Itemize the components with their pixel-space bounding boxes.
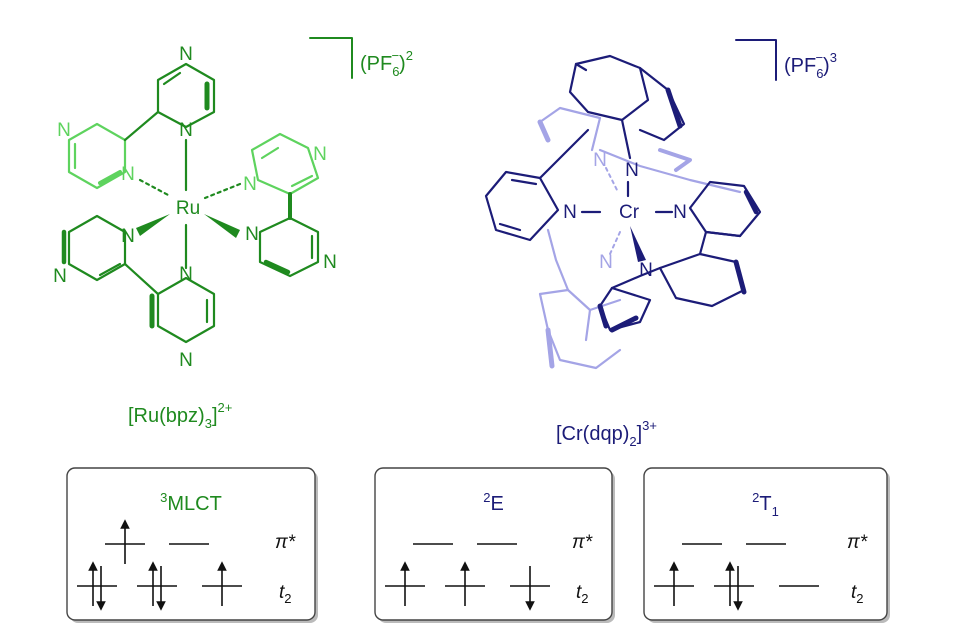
ru-coordination-bonds <box>138 138 242 270</box>
cr-nitrogen-label: N <box>639 260 653 281</box>
ru-top-interring-bond <box>123 110 160 142</box>
state-box: 2Eπ*t2 <box>374 467 615 623</box>
ru-lower-right-pyrazine-ring <box>258 216 320 278</box>
ru-upper-right-pyrazine-ring <box>250 132 320 196</box>
state-title: 2E <box>483 490 504 515</box>
ru-nitrogen-label: N <box>57 120 71 141</box>
cr-counterion: (PF6−)3 <box>784 50 837 81</box>
cr-counterion-close: ) <box>823 55 830 77</box>
ru-nitrogen-label: N <box>245 224 259 245</box>
cr-atom-labels: Cr N N N N N N <box>563 150 687 281</box>
ru-counterion: (PF6−)2 <box>360 48 413 79</box>
ru-counterion-close: ) <box>399 53 406 75</box>
ru-upper-left-pyrazine-ring <box>67 122 127 190</box>
cr-front-quinoline-top <box>568 54 686 160</box>
t2-label: t2 <box>279 582 292 606</box>
cr-nitrogen-label: N <box>563 202 577 223</box>
ru-bpz3-structure <box>61 37 353 344</box>
cr-front-quinoline-bottom <box>597 230 747 333</box>
ru-nitrogen-label: N <box>243 174 257 195</box>
ru-complex-label: [Ru(bpz)3]2+ <box>128 400 232 431</box>
ru-nitrogen-label: N <box>323 252 337 273</box>
ru-nitrogen-label: N <box>121 164 135 185</box>
state-title: 3MLCT <box>160 490 222 515</box>
cr-complex-label: [Cr(dqp)2]3+ <box>556 418 657 449</box>
pi-star-label: π* <box>572 532 593 553</box>
ru-label-main: [Ru(bpz) <box>128 405 205 427</box>
state-title: 2T1 <box>752 490 779 519</box>
ru-label-charge: 2+ <box>218 400 233 415</box>
t2-label-sub: 2 <box>856 591 863 606</box>
t2-label: t2 <box>576 582 589 606</box>
cr-back-quinoline-lower <box>538 228 622 370</box>
ru-counterion-minus: − <box>391 48 399 63</box>
cr-coordination-bonds <box>580 180 674 214</box>
state-title-sup: 2 <box>752 490 759 505</box>
cr-right-pyridine <box>688 180 762 238</box>
cr-back-quinoline-upper <box>537 106 742 194</box>
ru-bottom-interring-bond <box>123 262 160 296</box>
ru-bottom-pyrazine-ring <box>149 276 216 344</box>
cr-nitrogen-label: N <box>599 252 613 273</box>
ru-wedge-bond-left <box>136 214 170 236</box>
ru-counterion-bracket <box>309 37 353 79</box>
ru-lower-left-pyrazine-ring <box>61 214 127 282</box>
t2-label: t2 <box>851 582 864 606</box>
cr-label-charge: 3+ <box>642 418 657 433</box>
cr-counterion-minus: − <box>815 50 823 65</box>
ru-nitrogen-label: N <box>179 44 193 65</box>
cr-label-main: [Cr(dqp) <box>556 423 629 445</box>
ru-atom-labels: Ru N N N N N N N N N N N N <box>53 44 337 371</box>
ru-top-pyrazine-ring <box>156 62 216 129</box>
cr-metal-symbol: Cr <box>619 202 640 223</box>
state-title-sup: 3 <box>160 490 167 505</box>
state-title-name: T <box>759 493 771 515</box>
t2-label-letter: t <box>851 582 857 603</box>
cr-wedge-bond-lower <box>630 226 646 262</box>
ru-wedge-bond-right <box>204 214 240 238</box>
t2-label-letter: t <box>576 582 582 603</box>
cr-dashed-bond-upper <box>605 167 619 193</box>
cr-nitrogen-label: N <box>673 202 687 223</box>
ru-nitrogen-label: N <box>179 350 193 371</box>
state-title-name: E <box>490 493 503 515</box>
cr-label-sub: 2 <box>629 434 636 449</box>
ru-nitrogen-label: N <box>313 144 327 165</box>
t2-label-sub: 2 <box>284 591 291 606</box>
ru-metal-symbol: Ru <box>176 198 200 219</box>
cr-nitrogen-label: N <box>593 150 607 171</box>
ru-nitrogen-label: N <box>53 266 67 287</box>
ru-nitrogen-label: N <box>179 264 193 285</box>
ru-counterion-count: 2 <box>406 48 413 63</box>
state-box: 3MLCT π* t2 <box>66 467 318 623</box>
cr-counterion-prefix: (PF <box>784 55 816 77</box>
cr-counterion-bracket <box>735 39 777 81</box>
ru-nitrogen-label: N <box>179 120 193 141</box>
t2-label-sub: 2 <box>581 591 588 606</box>
ru-nitrogen-label: N <box>121 226 135 247</box>
cr-dashed-bond-lower <box>609 231 621 255</box>
cr-left-pyridine <box>484 128 590 242</box>
ru-counterion-prefix: (PF <box>360 53 392 75</box>
state-title-sup: 2 <box>483 490 490 505</box>
state-title-name: MLCT <box>167 493 221 515</box>
pi-star-label: π* <box>847 532 868 553</box>
cr-counterion-sub: 6 <box>816 66 823 81</box>
cr-label-close: ] <box>637 423 643 445</box>
t2-label-letter: t <box>279 582 285 603</box>
state-title-sub: 1 <box>772 504 779 519</box>
cr-dqp2-structure <box>484 39 777 370</box>
cr-nitrogen-label: N <box>625 160 639 181</box>
ru-label-sub: 3 <box>205 416 212 431</box>
cr-counterion-count: 3 <box>830 50 837 65</box>
pi-star-label: π* <box>275 532 296 553</box>
ru-label-close: ] <box>212 405 218 427</box>
ru-counterion-sub: 6 <box>392 64 399 79</box>
